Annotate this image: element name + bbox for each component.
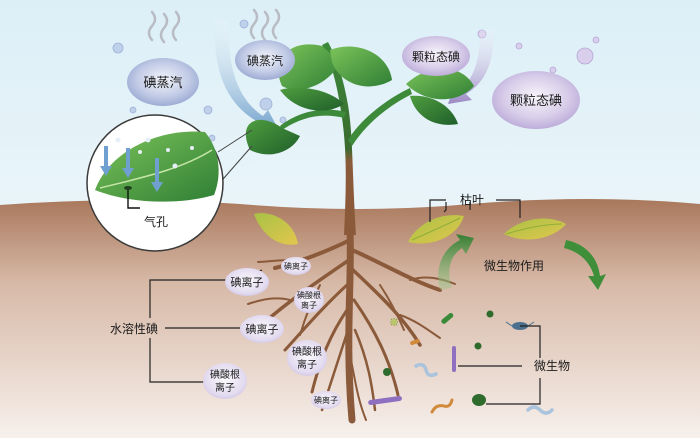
microbes [368,310,554,415]
label-iodate-mid-l2: 离子 [297,358,317,371]
label-particulate-top: 颗粒态碘 [412,49,460,64]
label-stoma: 气孔 [144,214,168,229]
bubble-iodine-vapor-top: 碘蒸汽 [235,40,295,80]
bubble-iodide-small-2: 碘离子 [311,391,341,409]
label-iodine-vapor-left: 碘蒸汽 [143,76,182,91]
label-dead-leaf: 枯叶 [460,192,484,207]
bubble-iodate-mid: 碘酸根 离子 [287,340,327,376]
bubble-iodine-vapor-left: 碘蒸汽 [127,58,199,106]
bubble-particulate-top: 颗粒态碘 [402,36,470,76]
label-iodide-small-1: 碘离子 [284,261,308,271]
label-iodate-small-l1: 碘酸根 [297,290,321,300]
stem-branch-right [348,88,412,146]
plant-stem [322,42,356,235]
label-iodate-left-l2: 离子 [215,381,235,394]
bubble-iodate-small: 碘酸根 离子 [294,287,324,313]
bubble-iodide-1: 碘离子 [225,268,269,296]
steam-wisps-left [147,10,181,44]
label-water-soluble-iodine: 水溶性碘 [110,321,158,336]
label-iodate-left-l1: 碘酸根 [210,368,240,381]
stoma-magnifier [86,114,253,252]
bubble-iodate-left: 碘酸根 离子 [203,363,247,399]
label-iodide-1: 碘离子 [231,275,264,289]
label-microbial-action: 微生物作用 [484,259,544,273]
stem-branch-left [280,109,346,130]
label-particulate-right: 颗粒态碘 [510,94,562,109]
bubble-iodide-2: 碘离子 [240,315,284,343]
bubble-iodide-small-1: 碘离子 [281,257,311,275]
label-iodide-2: 碘离子 [246,322,279,336]
particle-deposit-arrow [448,30,494,104]
vapor-droplets [112,19,287,142]
label-iodide-small-2: 碘离子 [314,395,338,405]
label-iodate-small-l2: 离子 [301,300,317,310]
recycle-arrow-down [564,240,606,290]
microbe-connectors [458,325,541,405]
label-iodate-mid-l1: 碘酸根 [292,345,322,358]
vapor-uptake-arrow [214,20,280,132]
dead-leaves [408,199,566,244]
steam-wisps-top [249,8,281,42]
bubble-particulate-right: 颗粒态碘 [492,71,580,129]
recycle-arrow-up [438,234,474,290]
label-iodine-vapor-top: 碘蒸汽 [247,53,283,68]
label-microorganism: 微生物 [534,359,570,373]
